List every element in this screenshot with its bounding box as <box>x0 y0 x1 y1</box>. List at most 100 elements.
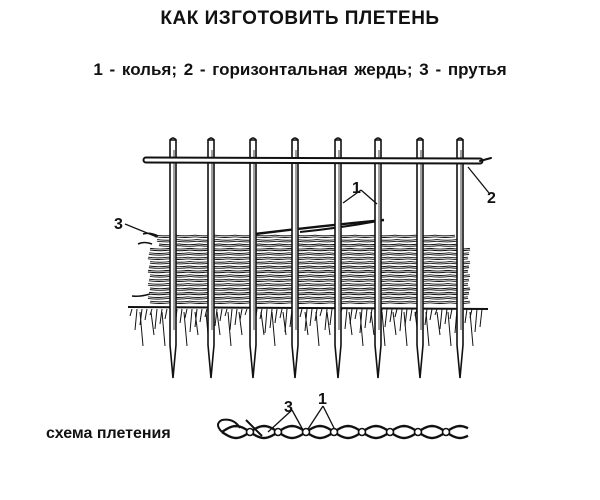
ground-hatch-line <box>244 308 248 316</box>
ground-hatch-line <box>439 308 443 330</box>
scheme-stake <box>385 427 395 437</box>
ground-hatch-line <box>159 308 163 325</box>
stake-body <box>249 139 257 379</box>
ground-hatch-line <box>425 311 430 347</box>
ground-hatch-line <box>224 308 228 317</box>
stake <box>374 137 382 379</box>
stake-body <box>374 139 382 379</box>
ground-hatch-line <box>434 308 438 316</box>
ground-hatch-line <box>329 308 333 326</box>
ground-hatch-line <box>409 308 413 322</box>
ground-hatch-line <box>399 308 403 332</box>
stake-body <box>416 139 424 379</box>
scheme-rod-end <box>217 418 241 433</box>
ground-hatch-line <box>264 308 268 334</box>
ground-hatch-line <box>227 311 232 347</box>
stake-top <box>416 137 424 141</box>
ground-hatch-line <box>238 311 243 336</box>
weaving-scheme <box>217 418 469 440</box>
ground-hatch-line <box>394 308 398 318</box>
ground-hatch-line <box>139 308 143 326</box>
scheme-stake <box>413 427 423 437</box>
callout-rail: 2 <box>487 190 496 207</box>
ground-hatch-line <box>229 308 233 331</box>
legend-text: 1 - колья; 2 - горизонтальная жердь; 3 -… <box>93 60 507 79</box>
ground-hatch-line <box>282 311 287 336</box>
ground-hatch-line <box>447 311 452 347</box>
ground-hatch-line <box>279 308 283 319</box>
woven-rod-highlight <box>149 248 471 251</box>
ground-hatch-line <box>183 311 188 347</box>
ground-hatch-line <box>464 308 468 324</box>
woven-rod-highlight <box>148 266 470 268</box>
stake-top <box>456 137 464 141</box>
scheme-rod <box>221 424 469 440</box>
ground-hatch-line <box>234 308 238 326</box>
stake <box>169 137 177 379</box>
ground-hatch-line <box>326 311 331 336</box>
stake <box>249 137 257 379</box>
stake-body <box>334 139 342 379</box>
scheme-stake <box>329 427 339 437</box>
ground-hatch-line <box>150 311 155 336</box>
ground-hatch-line <box>403 311 408 347</box>
scheme-rod-end <box>245 419 263 437</box>
ground-hatch-line <box>274 308 278 324</box>
ground-hatch-line <box>369 308 373 324</box>
ground-hatch-line <box>344 308 348 330</box>
ground-hatch-line <box>429 308 433 321</box>
ground-hatch-line <box>444 308 448 325</box>
woven-rod-highlight <box>154 235 456 238</box>
ground-hatch-line <box>199 308 203 323</box>
ground-hatch-line <box>315 311 320 347</box>
ground-hatch-line <box>184 308 188 319</box>
ground-hatch-line <box>299 308 303 318</box>
woven-rod-highlight <box>149 288 471 290</box>
rod-end <box>142 232 159 237</box>
ground-hatch-line <box>319 308 323 317</box>
stake-body <box>291 139 299 379</box>
ground-hatch-line <box>370 311 375 336</box>
ground-hatch-line <box>271 311 276 347</box>
ground-hatch-line <box>164 308 168 320</box>
ground-hatch-line <box>134 308 138 331</box>
ground-hatch-line <box>239 308 243 321</box>
stake <box>416 137 424 379</box>
ground-hatch-line <box>392 311 397 336</box>
woven-rod-highlight <box>147 284 469 286</box>
ground-hatch-line <box>359 311 364 347</box>
stakes <box>169 137 464 379</box>
ground-hatch-line <box>364 308 368 329</box>
stake-body <box>169 139 177 379</box>
ground-hatch-line <box>269 308 273 329</box>
callout-scheme-rods: 3 <box>284 399 293 416</box>
woven-rod-highlight <box>149 275 471 277</box>
woven-rod-highlight <box>148 279 470 282</box>
stake-top <box>334 137 342 141</box>
ground-hatch-line <box>384 308 388 328</box>
woven-rod-highlight <box>148 253 470 255</box>
stake <box>291 137 299 379</box>
ground-hatch-line <box>214 308 218 327</box>
woven-rods <box>131 218 471 304</box>
woven-rod-highlight <box>147 297 469 299</box>
ground-hatch-line <box>216 311 221 336</box>
scheme-stake <box>357 427 367 437</box>
stake <box>207 137 215 379</box>
stake-top <box>374 137 382 141</box>
stake-top <box>207 137 215 141</box>
ground-hatch-line <box>389 308 393 323</box>
ground <box>127 306 489 347</box>
ground-hatch-line <box>260 311 265 336</box>
callout-scheme-stake: 1 <box>318 391 327 408</box>
scheme-label: схема плетения <box>46 425 171 442</box>
woven-rod-highlight <box>147 257 469 260</box>
ground-hatch-line <box>144 308 148 321</box>
woven-rod-highlight <box>148 292 470 295</box>
stake <box>456 137 464 379</box>
scheme-stake <box>245 427 255 437</box>
ground-hatch-line <box>348 311 353 336</box>
woven-rod-highlight <box>149 262 471 264</box>
ground-hatch-line <box>436 311 441 336</box>
